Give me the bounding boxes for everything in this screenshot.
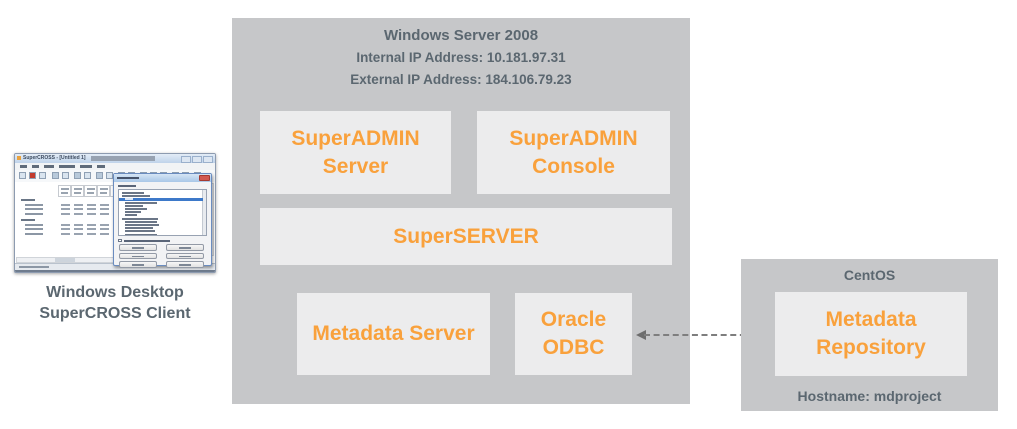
windows-server-group: Windows Server 2008 Internal IP Address:… (232, 18, 690, 404)
list-item[interactable] (119, 224, 203, 227)
external-ip-label: External IP Address: 184.106.79.23 (350, 72, 572, 87)
internal-ip-label: Internal IP Address: 10.181.97.31 (356, 50, 566, 65)
client-caption: Windows Desktop SuperCROSS Client (14, 282, 216, 324)
list-item[interactable] (119, 211, 203, 214)
dialog-checkbox[interactable] (118, 238, 122, 242)
centos-group: CentOS Metadata Repository Hostname: mdp… (741, 259, 998, 411)
list-item[interactable] (119, 214, 203, 217)
list-item[interactable] (119, 227, 203, 230)
table-header-cell (84, 185, 97, 197)
windows-server-header: Windows Server 2008 Internal IP Address:… (232, 25, 690, 91)
list-scrollbar[interactable] (202, 190, 206, 235)
list-item[interactable] (119, 220, 203, 223)
dialog-button[interactable] (119, 244, 157, 251)
list-item[interactable] (119, 217, 203, 220)
dialog-button[interactable] (166, 261, 204, 268)
list-item[interactable] (119, 208, 203, 211)
list-item[interactable] (119, 201, 203, 204)
titlebar-overlay (91, 156, 155, 161)
dialog-checkbox-label (124, 239, 170, 242)
dialog-close-icon[interactable] (199, 175, 210, 181)
superadmin-server-box: SuperADMIN Server (260, 111, 451, 194)
superserver-box: SuperSERVER (260, 208, 672, 265)
dialog-button[interactable] (166, 244, 204, 251)
window-controls[interactable] (181, 156, 213, 163)
dialog-label (118, 185, 136, 187)
caption-line-1: Windows Desktop (46, 284, 184, 301)
list-item[interactable] (119, 230, 203, 233)
dashed-line (644, 334, 765, 336)
dialog-button[interactable] (166, 252, 204, 259)
close-icon[interactable] (203, 156, 213, 163)
centos-title: CentOS (843, 267, 896, 283)
dialog-titlebar (114, 174, 211, 182)
list-item[interactable] (119, 197, 203, 202)
list-item[interactable] (119, 233, 203, 235)
app-icon (17, 156, 21, 160)
superadmin-console-box: SuperADMIN Console (477, 111, 670, 194)
maximize-icon[interactable] (192, 156, 202, 163)
list-item[interactable] (119, 204, 203, 207)
arrowhead-left-icon (636, 330, 646, 340)
caption-line-2: SuperCROSS Client (39, 305, 191, 322)
list-item[interactable] (119, 195, 203, 198)
metadata-server-box: Metadata Server (297, 293, 490, 375)
supercross-client-screenshot: SuperCROSS - [Untitled 1] (14, 153, 216, 273)
window-title: SuperCROSS - [Untitled 1] (23, 155, 86, 161)
oracle-odbc-box: Oracle ODBC (515, 293, 632, 375)
fields-dialog (113, 173, 212, 268)
minimize-icon[interactable] (181, 156, 191, 163)
window-bottom-edge (15, 270, 215, 272)
dialog-button[interactable] (119, 252, 157, 259)
table-header-cell (58, 185, 71, 197)
hostname-label: Hostname: mdproject (797, 388, 942, 404)
windows-server-title: Windows Server 2008 (383, 27, 539, 44)
metadata-repository-box: Metadata Repository (775, 292, 967, 376)
table-header-cell (97, 185, 110, 197)
dialog-button[interactable] (119, 261, 157, 268)
list-item[interactable] (119, 192, 203, 195)
dialog-listbox[interactable] (118, 189, 207, 236)
table-header-cell (71, 185, 84, 197)
